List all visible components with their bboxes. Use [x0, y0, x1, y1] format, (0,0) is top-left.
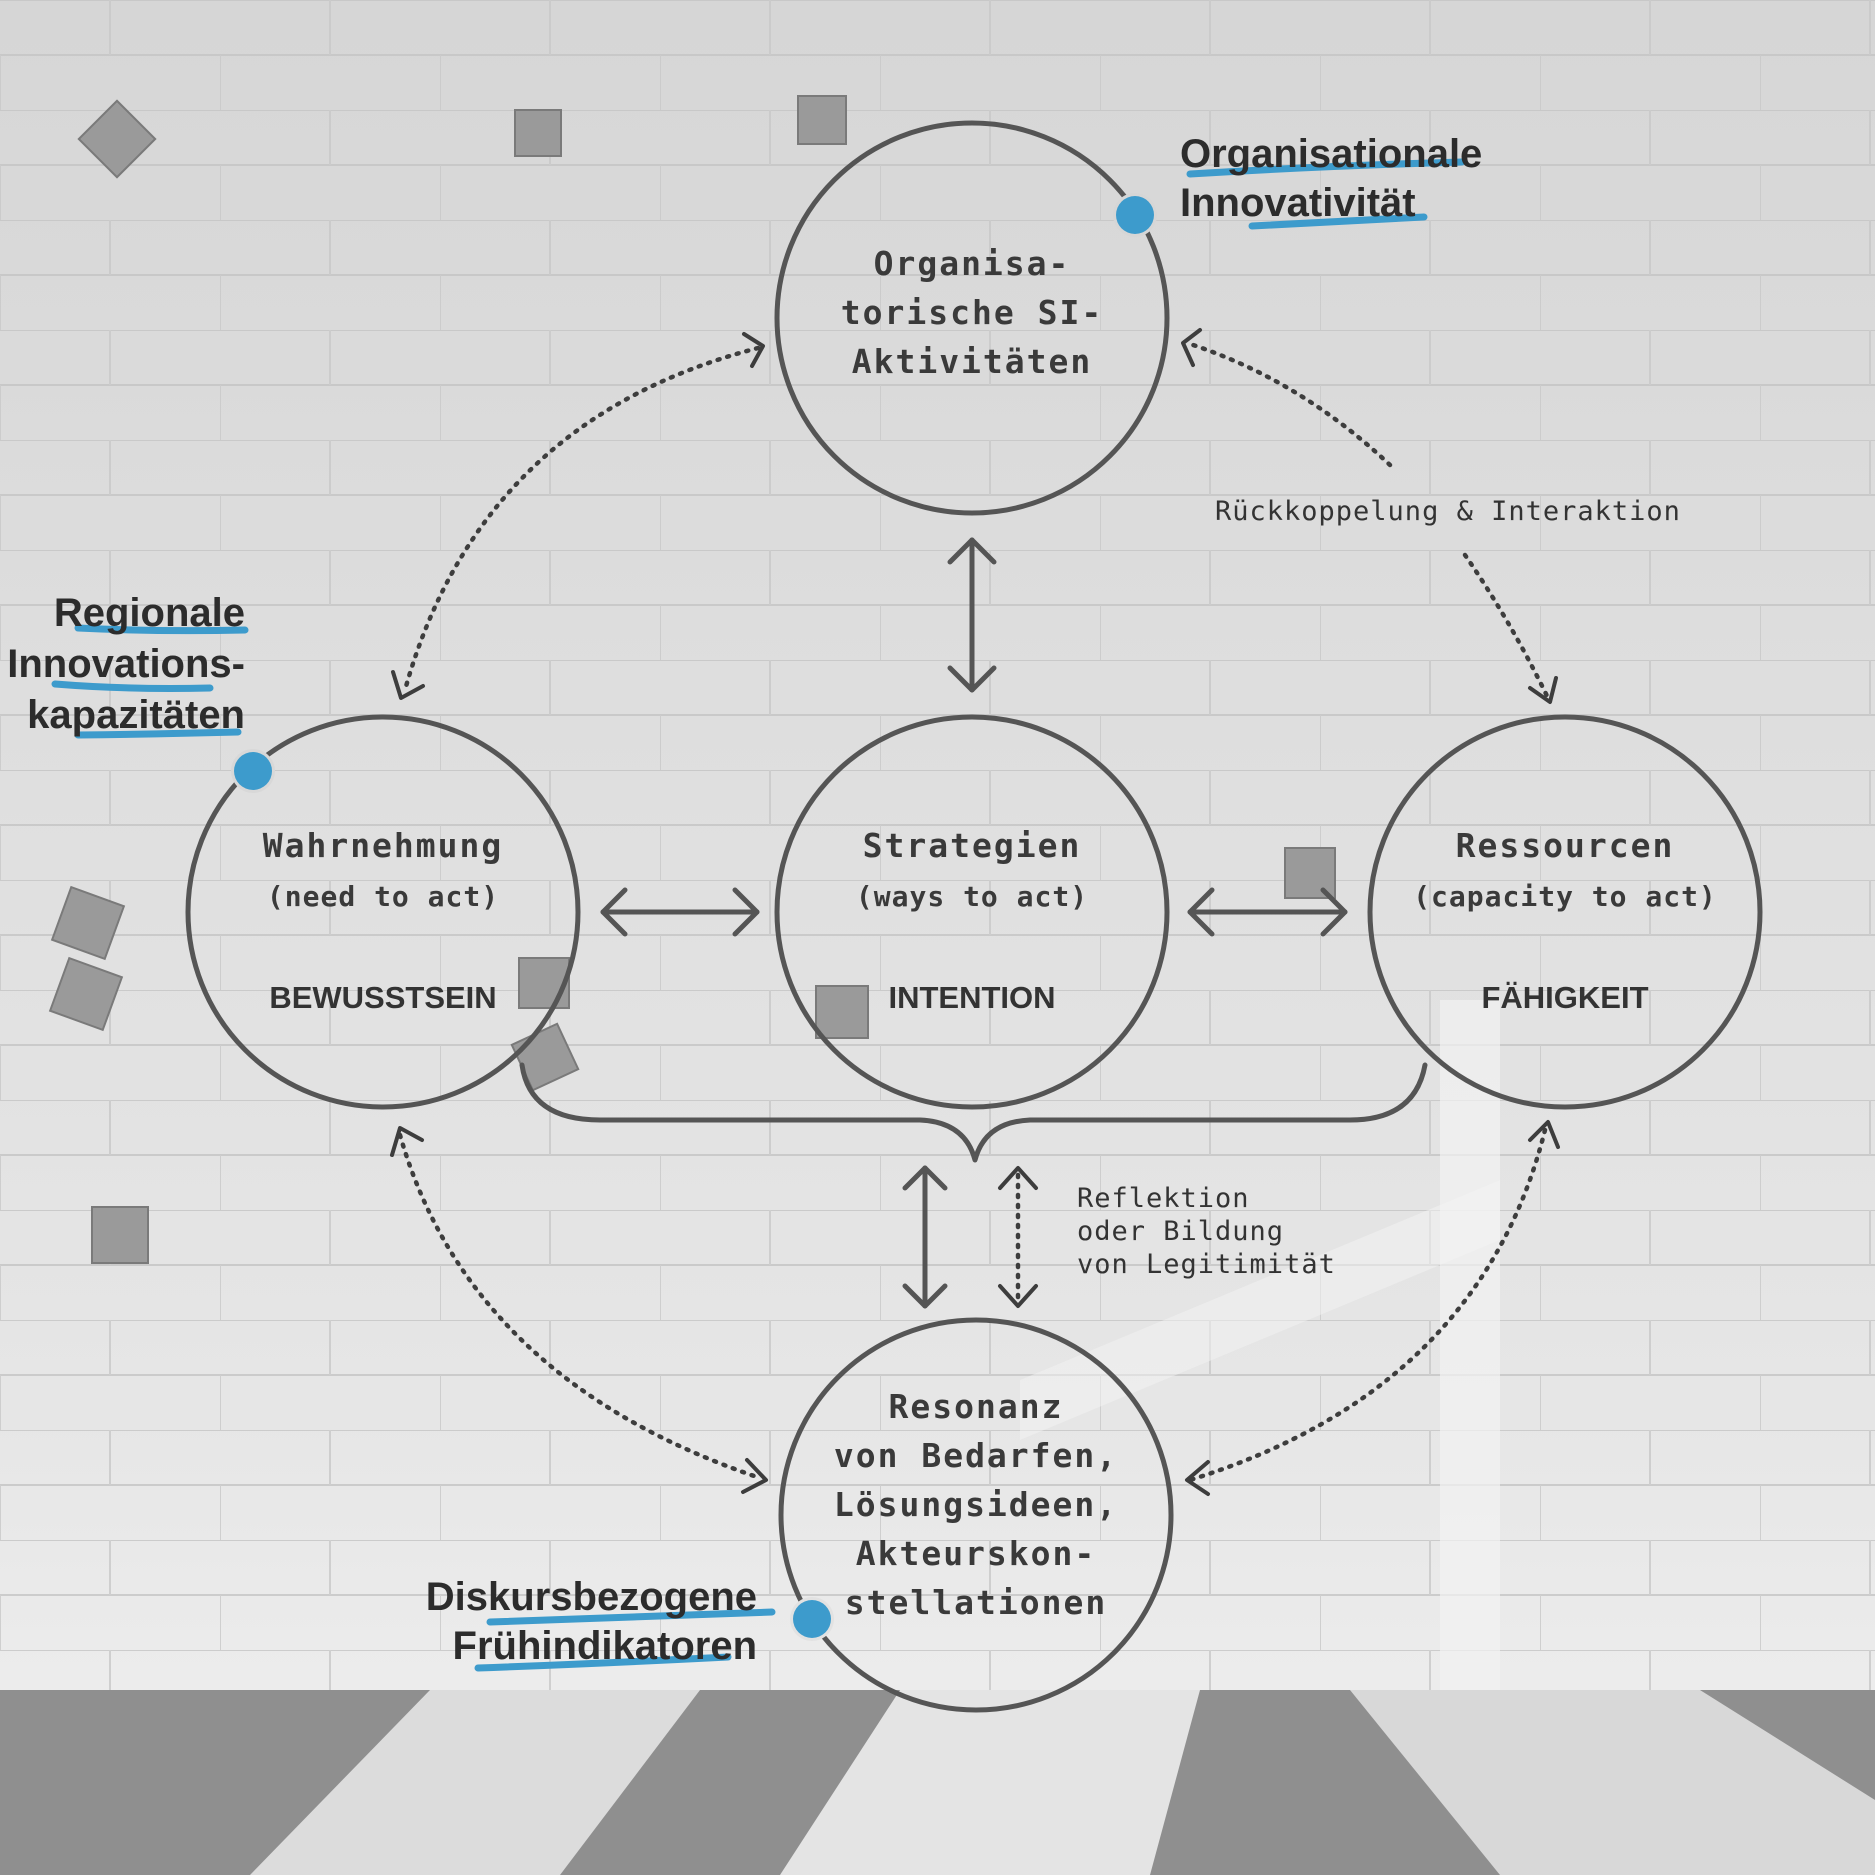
dotted-arrow-feedback-top — [1181, 328, 1393, 468]
highlight-regionale-innovationskapazitaeten: Regionale Innovations- kapazitäten — [7, 591, 272, 790]
highlight-bottom-line-2: Frühindikatoren — [453, 1624, 757, 1668]
top-line-3: Aktivitäten — [852, 342, 1093, 381]
top-line-1: Organisa- — [874, 244, 1071, 283]
center-circle-label: Strategien (ways to act) INTENTION — [856, 826, 1088, 1015]
arrow-brace-bottom — [902, 1165, 948, 1309]
reflection-line-3: von Legitimität — [1077, 1249, 1336, 1280]
highlight-top-line-1: Organisationale — [1180, 132, 1482, 176]
highlight-diskursbezogene-fruehindikatoren: Diskursbezogene Frühindikatoren — [426, 1575, 831, 1672]
reflection-line-2: oder Bildung — [1077, 1216, 1284, 1247]
reflection-label: Reflektion oder Bildung von Legitimität — [1077, 1183, 1336, 1280]
highlight-left-line-3: kapazitäten — [27, 693, 245, 737]
circle-organisational — [774, 120, 1170, 516]
bottom-line-2: von Bedarfen, — [834, 1436, 1118, 1475]
center-caption: INTENTION — [888, 980, 1055, 1015]
highlight-left-line-2: Innovations- — [7, 642, 245, 686]
feedback-label: Rückkoppelung & Interaktion — [1215, 496, 1681, 527]
right-caption: FÄHIGKEIT — [1481, 980, 1648, 1015]
circle-ressourcen — [1367, 714, 1763, 1110]
highlight-left-line-1: Regionale — [54, 591, 245, 635]
top-circle-label: Organisa- torische SI- Aktivitäten — [841, 244, 1103, 381]
center-title: Strategien — [863, 826, 1082, 865]
right-subtitle: (capacity to act) — [1413, 880, 1717, 913]
highlight-organisational-innovativitaet: Organisationale Innovativität — [1116, 132, 1482, 234]
arrow-top-center — [947, 537, 997, 693]
right-title: Ressourcen — [1456, 826, 1675, 865]
bottom-line-1: Resonanz — [889, 1387, 1064, 1426]
bottom-line-4: Akteurskon- — [856, 1534, 1097, 1573]
left-circle-label: Wahrnehmung (need to act) BEWUSSTSEIN — [263, 826, 504, 1015]
accent-dot-top — [1116, 196, 1154, 234]
dotted-arrow-feedback-right — [1462, 552, 1558, 704]
arrow-center-right — [1187, 887, 1348, 937]
arrow-reflection-dotted — [998, 1166, 1038, 1308]
left-title: Wahrnehmung — [263, 826, 504, 865]
circle-strategien — [774, 714, 1170, 1110]
bottom-line-3: Lösungsideen, — [834, 1485, 1118, 1524]
bottom-circle-label: Resonanz von Bedarfen, Lösungsideen, Akt… — [834, 1387, 1118, 1622]
circle-resonanz — [778, 1317, 1174, 1713]
bottom-line-5: stellationen — [845, 1583, 1107, 1622]
curly-brace — [519, 1062, 1428, 1163]
center-subtitle: (ways to act) — [856, 880, 1088, 913]
arrow-left-center — [600, 887, 760, 937]
right-circle-label: Ressourcen (capacity to act) FÄHIGKEIT — [1413, 826, 1717, 1015]
accent-dot-left — [234, 752, 272, 790]
top-line-2: torische SI- — [841, 293, 1103, 332]
dotted-arrow-right-bottom — [1185, 1120, 1560, 1496]
left-subtitle: (need to act) — [267, 880, 499, 913]
highlight-bottom-line-1: Diskursbezogene — [426, 1575, 757, 1619]
left-caption: BEWUSSTSEIN — [269, 980, 496, 1015]
dotted-arrow-top-left — [391, 332, 765, 700]
accent-dot-bottom — [793, 1600, 831, 1638]
highlight-top-line-2: Innovativität — [1180, 181, 1416, 225]
reflection-line-1: Reflektion — [1077, 1183, 1250, 1214]
circle-wahrnehmung — [185, 714, 581, 1110]
dotted-arrow-left-bottom — [390, 1126, 768, 1494]
